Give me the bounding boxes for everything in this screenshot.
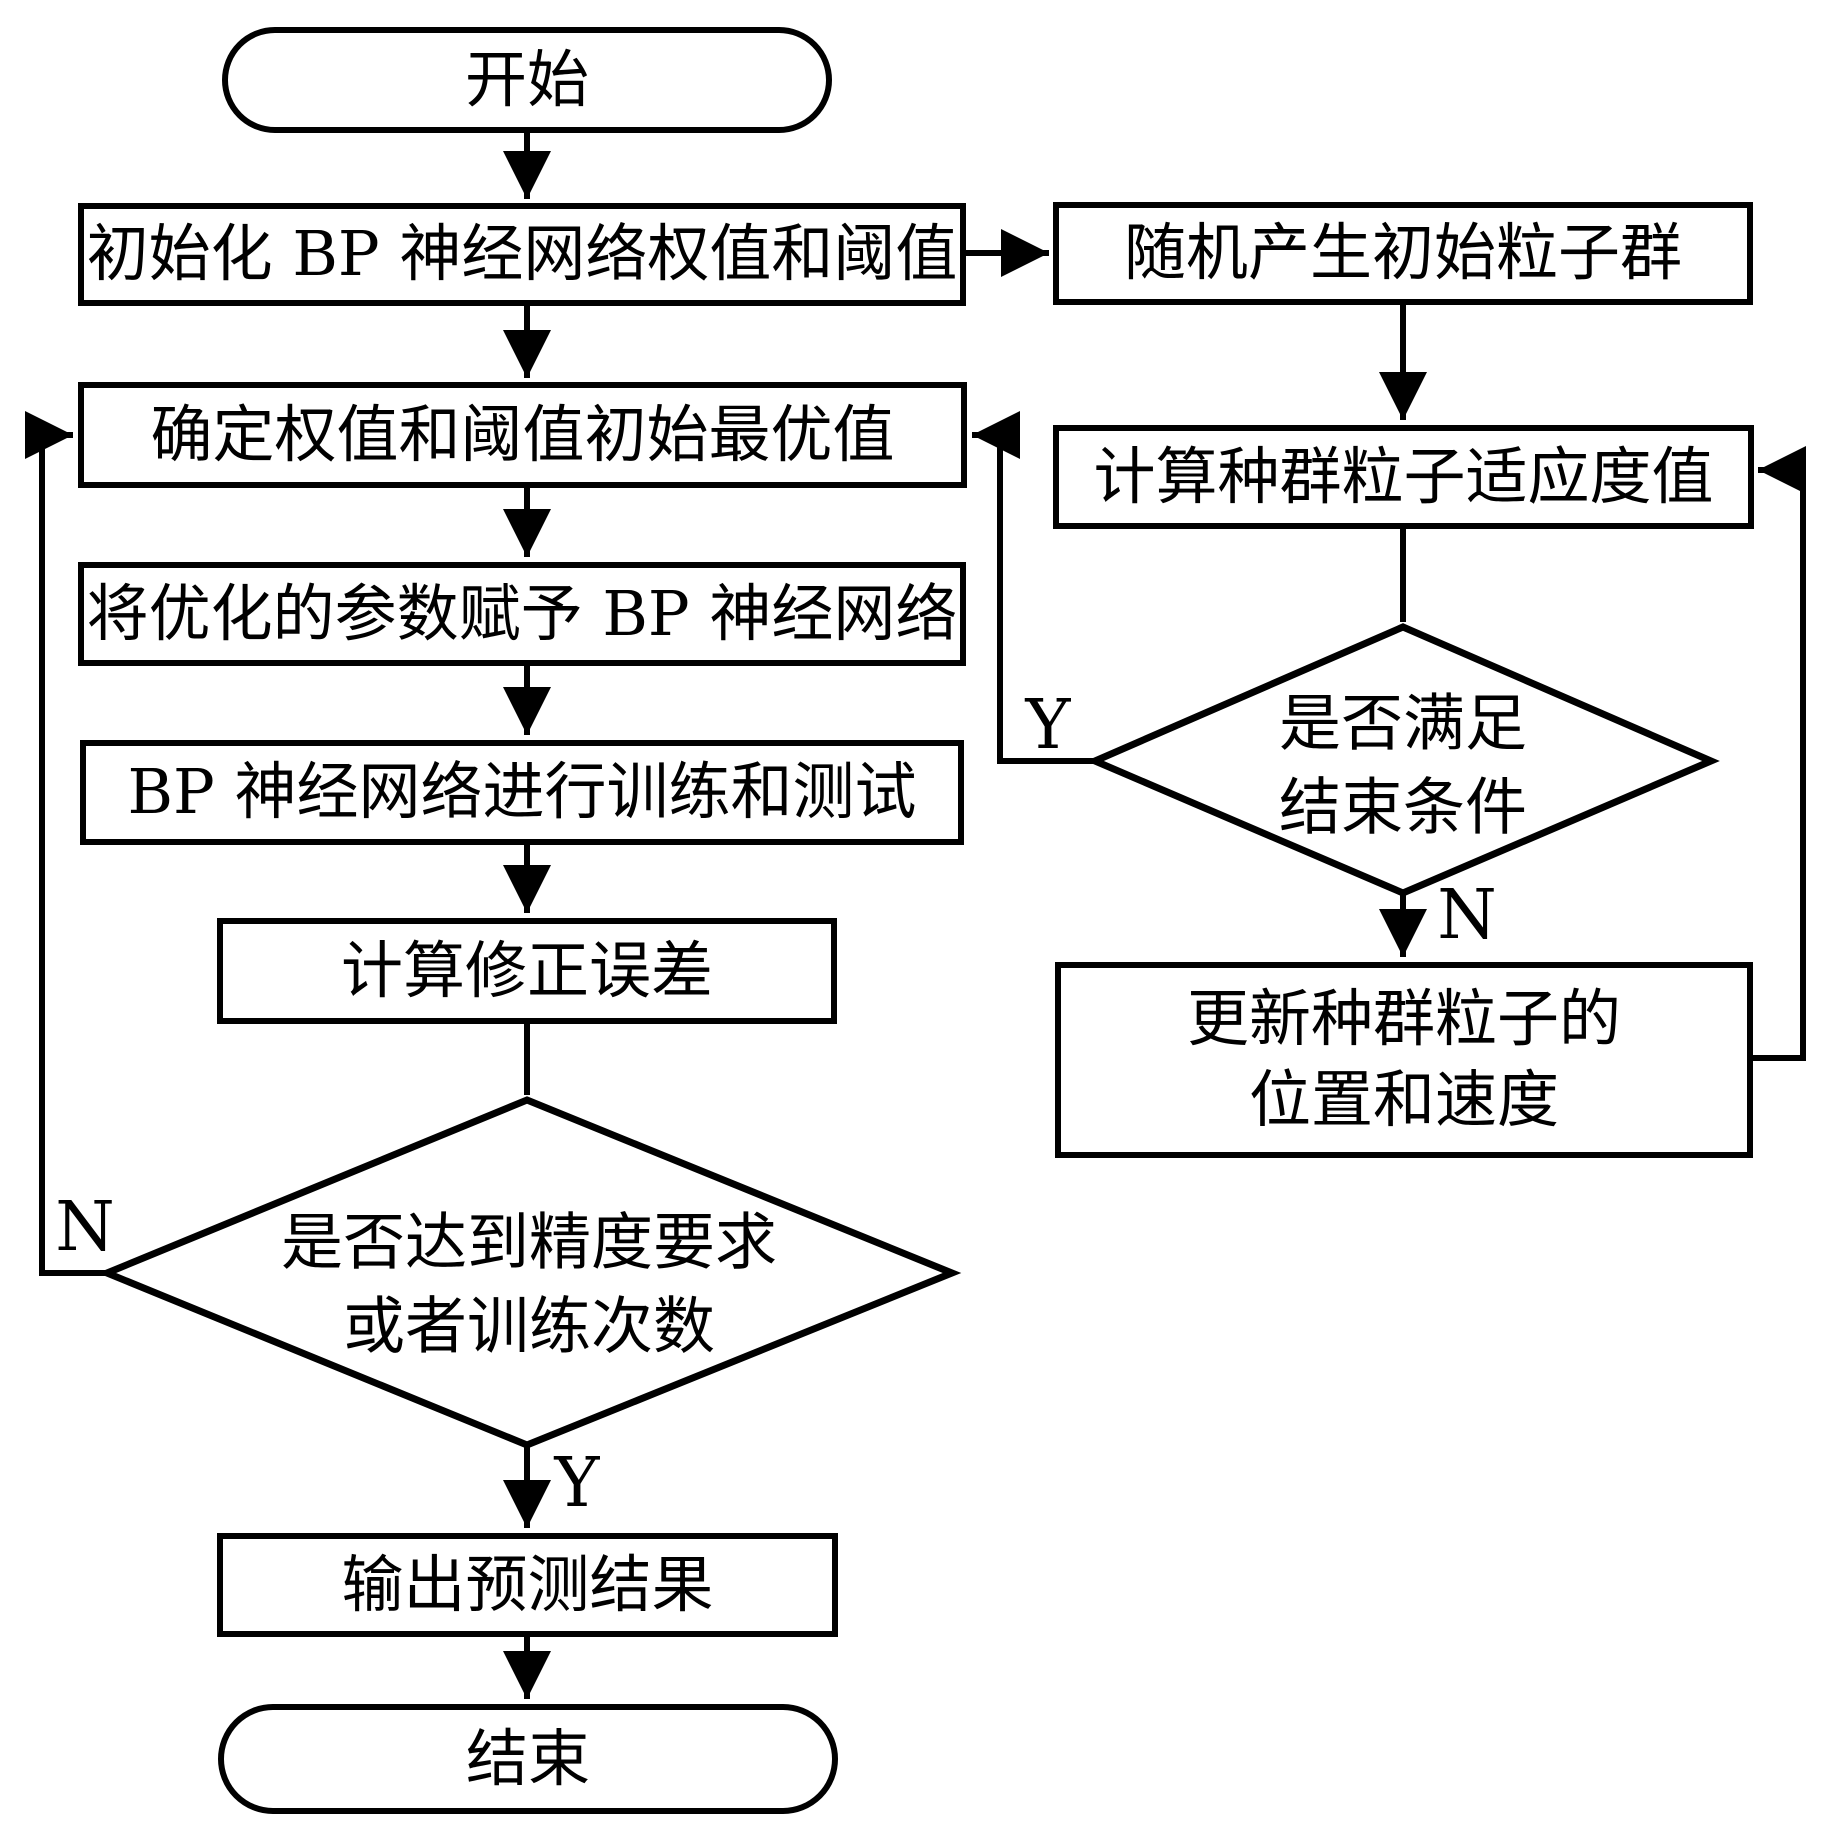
pso-yes-label: Y	[1025, 686, 1071, 765]
node-start: 开始	[222, 27, 832, 133]
node-calc-error-label: 计算修正误差	[340, 933, 713, 1007]
node-end-label: 结束	[465, 1721, 590, 1795]
node-init-bp-label: 初始化 BP 神经网络权值和阈值	[86, 217, 958, 291]
node-determine-best: 确定权值和阈值初始最优值	[78, 382, 967, 488]
bp-condition-label-line1: 是否达到精度要求	[280, 1205, 778, 1279]
node-bp-train: BP 神经网络进行训练和测试	[80, 740, 964, 845]
pso-condition-diamond	[1086, 623, 1720, 897]
node-update-swarm-label-line1: 更新种群粒子的	[1186, 982, 1621, 1056]
pso-condition-label-line1: 是否满足	[1278, 686, 1528, 760]
node-assign-params: 将优化的参数赋予 BP 神经网络	[78, 562, 966, 666]
node-random-swarm: 随机产生初始粒子群	[1053, 202, 1753, 305]
node-init-bp: 初始化 BP 神经网络权值和阈值	[78, 203, 966, 306]
arrow-update-swarm-to-fitness	[1753, 446, 1806, 1061]
node-determine-best-label: 确定权值和阈值初始最优值	[150, 397, 895, 471]
bp-condition-text: 是否达到精度要求 或者训练次数	[281, 1200, 777, 1367]
node-calc-error: 计算修正误差	[217, 918, 837, 1024]
pso-condition-label-line2: 结束条件	[1278, 770, 1528, 843]
node-assign-params-label: 将优化的参数赋予 BP 神经网络	[86, 576, 958, 650]
node-output-label: 输出预测结果	[341, 1547, 714, 1621]
pso-condition-text: 是否满足 结束条件	[1279, 681, 1527, 848]
pso-no-label: N	[1437, 876, 1497, 955]
bp-no-label: N	[55, 1188, 115, 1267]
node-fitness: 计算种群粒子适应度值	[1053, 425, 1754, 529]
node-random-swarm-label: 随机产生初始粒子群	[1123, 216, 1682, 290]
node-end: 结束	[218, 1704, 838, 1814]
node-update-swarm-label-line2: 位置和速度	[1248, 1063, 1559, 1136]
bp-yes-label: Y	[554, 1444, 600, 1523]
node-fitness-label: 计算种群粒子适应度值	[1093, 439, 1714, 513]
node-update-swarm: 更新种群粒子的 位置和速度	[1055, 962, 1753, 1158]
node-bp-train-label: BP 神经网络进行训练和测试	[127, 755, 917, 829]
arrow-bp-no-to-determine-best	[25, 411, 107, 1276]
bp-condition-label-line2: 或者训练次数	[342, 1289, 716, 1362]
arrow-pso-yes-to-determine-best	[972, 411, 1095, 764]
node-output: 输出预测结果	[217, 1533, 838, 1637]
bp-condition-diamond	[97, 1096, 962, 1449]
node-start-label: 开始	[464, 42, 589, 116]
